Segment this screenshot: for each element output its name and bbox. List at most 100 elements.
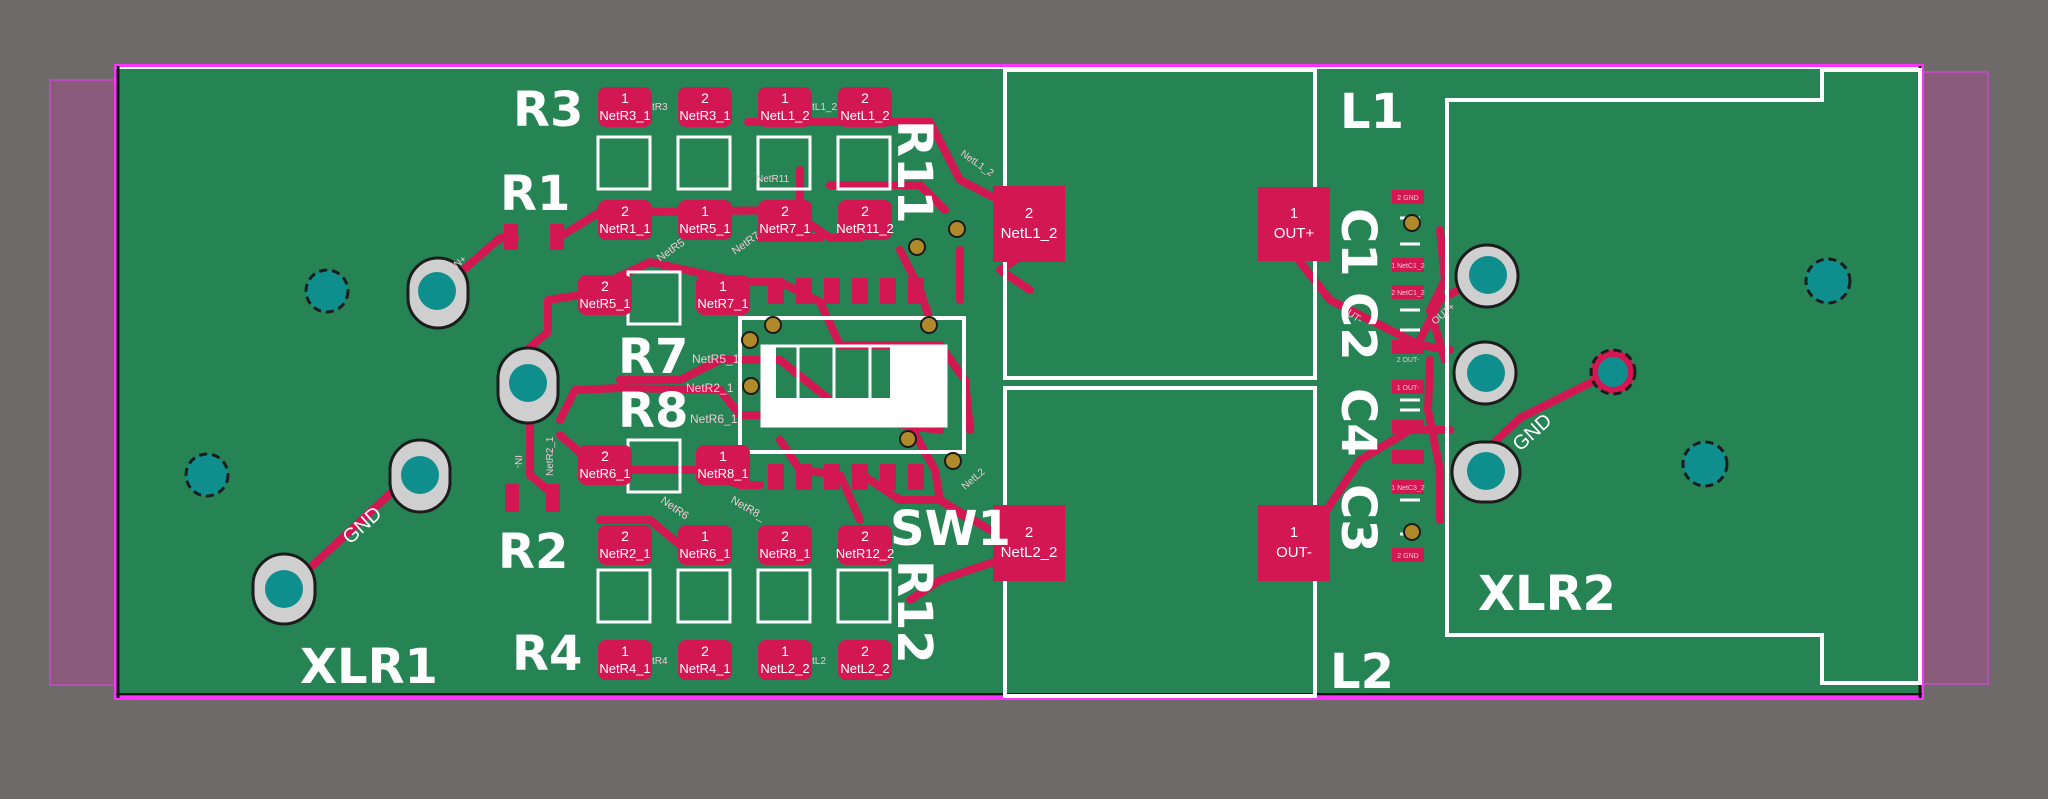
smd-pad-number: 2 (701, 643, 709, 659)
capacitor-silk (1400, 216, 1420, 536)
capacitor-labels: 2 GND 1 NetC1_2 2 NetC1_2 2 OUT- 1 OUT- … (1391, 195, 1425, 560)
inductor-pad-net: OUT+ (1274, 225, 1315, 242)
keepout-left (49, 79, 117, 686)
smd-pad-net: NetR7_1 (759, 221, 810, 236)
smd-pad-number: 1 (701, 528, 709, 544)
designator-l1: L1 (1340, 84, 1404, 140)
smd-pad-net: NetR7_1 (697, 296, 748, 311)
trace-label: tR3 (652, 102, 668, 113)
smd-pad (578, 445, 632, 485)
switch-pads (768, 278, 924, 490)
inductor-pad-num: 2 (1025, 205, 1033, 222)
designator-c2: C2 (1330, 292, 1386, 361)
designator-r4: R4 (512, 626, 582, 682)
smd-pad (678, 87, 732, 127)
designator-r1: R1 (500, 166, 570, 222)
smd-pad-number: 2 (781, 203, 789, 219)
smd-pad (758, 640, 812, 680)
smd-pad-net: NetR1_1 (599, 221, 650, 236)
inductor-pad-net: OUT- (1276, 544, 1312, 561)
cap-pad-label: 2 OUT- (1397, 357, 1420, 364)
inductor-pad-num: 1 (1290, 205, 1298, 222)
smd-pad-net: NetL2_2 (760, 661, 809, 676)
smd-pad-net: NetR5_1 (579, 296, 630, 311)
smd-pad-net: NetR11_2 (836, 221, 894, 236)
smd-pad-number: 1 (781, 643, 789, 659)
resistor-pads: 1NetR3_12NetR3_11NetL1_22NetL1_22NetR1_1… (578, 87, 894, 680)
trace-label: NetR5_1 (692, 352, 740, 366)
through-hole-pads (184, 243, 1852, 626)
pad-l2-2 (993, 505, 1065, 581)
smd-pad-number: 2 (861, 643, 869, 659)
trace-label: tL2 (812, 656, 826, 667)
inductor-pad-num: 2 (1025, 524, 1033, 541)
smd-pad-net: NetL1_2 (840, 108, 889, 123)
smd-pad-net: NetR8_1 (697, 466, 748, 481)
smd-pad-number: 1 (719, 278, 727, 294)
switch-slots (760, 344, 948, 428)
resistor-silk-boxes (596, 135, 892, 624)
pad-l1-1 (1258, 187, 1330, 261)
smd-pad-net: NetR12_2 (836, 546, 895, 561)
smd-pad-net: NetL2_2 (840, 661, 889, 676)
smd-pad (838, 87, 892, 127)
smd-pad (758, 525, 812, 565)
designator-l2: L2 (1330, 644, 1394, 700)
trace-label: NetR6_1 (690, 412, 738, 426)
designator-r11: R11 (886, 120, 942, 224)
vias (741, 214, 1421, 541)
inductor-pad-net: NetL1_2 (1001, 225, 1058, 242)
smd-pad-number: 1 (719, 448, 727, 464)
cap-pad-label: 1 NetC1_2 (1391, 263, 1425, 270)
smd-pad-net: NetR8_1 (759, 546, 810, 561)
trace-label: IN- (512, 455, 523, 468)
smd-pad (598, 640, 652, 680)
smd-pad-number: 2 (861, 90, 869, 106)
designator-r12: R12 (886, 560, 942, 664)
smd-pad-number: 1 (621, 90, 629, 106)
smd-pad-net: NetL1_2 (760, 108, 809, 123)
smd-pad (678, 525, 732, 565)
smd-pad-number: 1 (781, 90, 789, 106)
designator-sw1: SW1 (890, 501, 1011, 557)
smd-pad (838, 200, 892, 240)
smd-pad (758, 200, 812, 240)
cap-pad-label: 2 GND (1397, 553, 1418, 560)
designator-xlr1: XLR1 (300, 639, 438, 695)
smd-pad-net: NetR6_1 (579, 466, 630, 481)
smd-pad-net: NetR4_1 (679, 661, 730, 676)
smd-pad (678, 640, 732, 680)
board-outline (114, 64, 1924, 700)
smd-pad-net: NetR6_1 (679, 546, 730, 561)
smd-pad (598, 525, 652, 565)
smd-pad-net: NetR2_1 (599, 546, 650, 561)
cap-pad-label: 1 OUT- (1397, 385, 1420, 392)
cap-pad-label: 2 NetC1_2 (1391, 290, 1425, 297)
smd-pad-number: 1 (701, 203, 709, 219)
inductor-pad-net: NetL2_2 (1001, 544, 1058, 561)
cap-pad-label: 1 NetC3_2 (1391, 485, 1425, 492)
smd-pad (758, 87, 812, 127)
smd-pad-number: 2 (621, 528, 629, 544)
smd-pad-number: 2 (861, 203, 869, 219)
small-smd-pads (504, 224, 564, 512)
smd-pad-number: 2 (781, 528, 789, 544)
smd-pad (678, 200, 732, 240)
smd-pad (598, 87, 652, 127)
trace-label: tR4 (652, 656, 668, 667)
trace-label: NetR2_1 (686, 381, 734, 395)
inductor-pad-num: 1 (1290, 524, 1298, 541)
designator-c1: C1 (1330, 208, 1386, 277)
smd-pad-number: 2 (621, 203, 629, 219)
smd-pad (838, 525, 892, 565)
designator-r3: R3 (513, 82, 583, 138)
pad-l2-1 (1258, 505, 1330, 581)
designator-c4: C4 (1330, 388, 1386, 457)
designators: R3 R1 R7 R8 R2 R4 R11 R12 SW1 L1 L2 C1 C… (300, 82, 1616, 700)
switch-actuators (762, 346, 946, 426)
designator-r8: R8 (618, 383, 688, 439)
capacitor-pads (1392, 190, 1424, 562)
inductor-pads: 2 NetL1_2 2 NetL2_2 1 OUT+ 1 OUT- (993, 186, 1330, 581)
smd-pad (578, 275, 632, 315)
